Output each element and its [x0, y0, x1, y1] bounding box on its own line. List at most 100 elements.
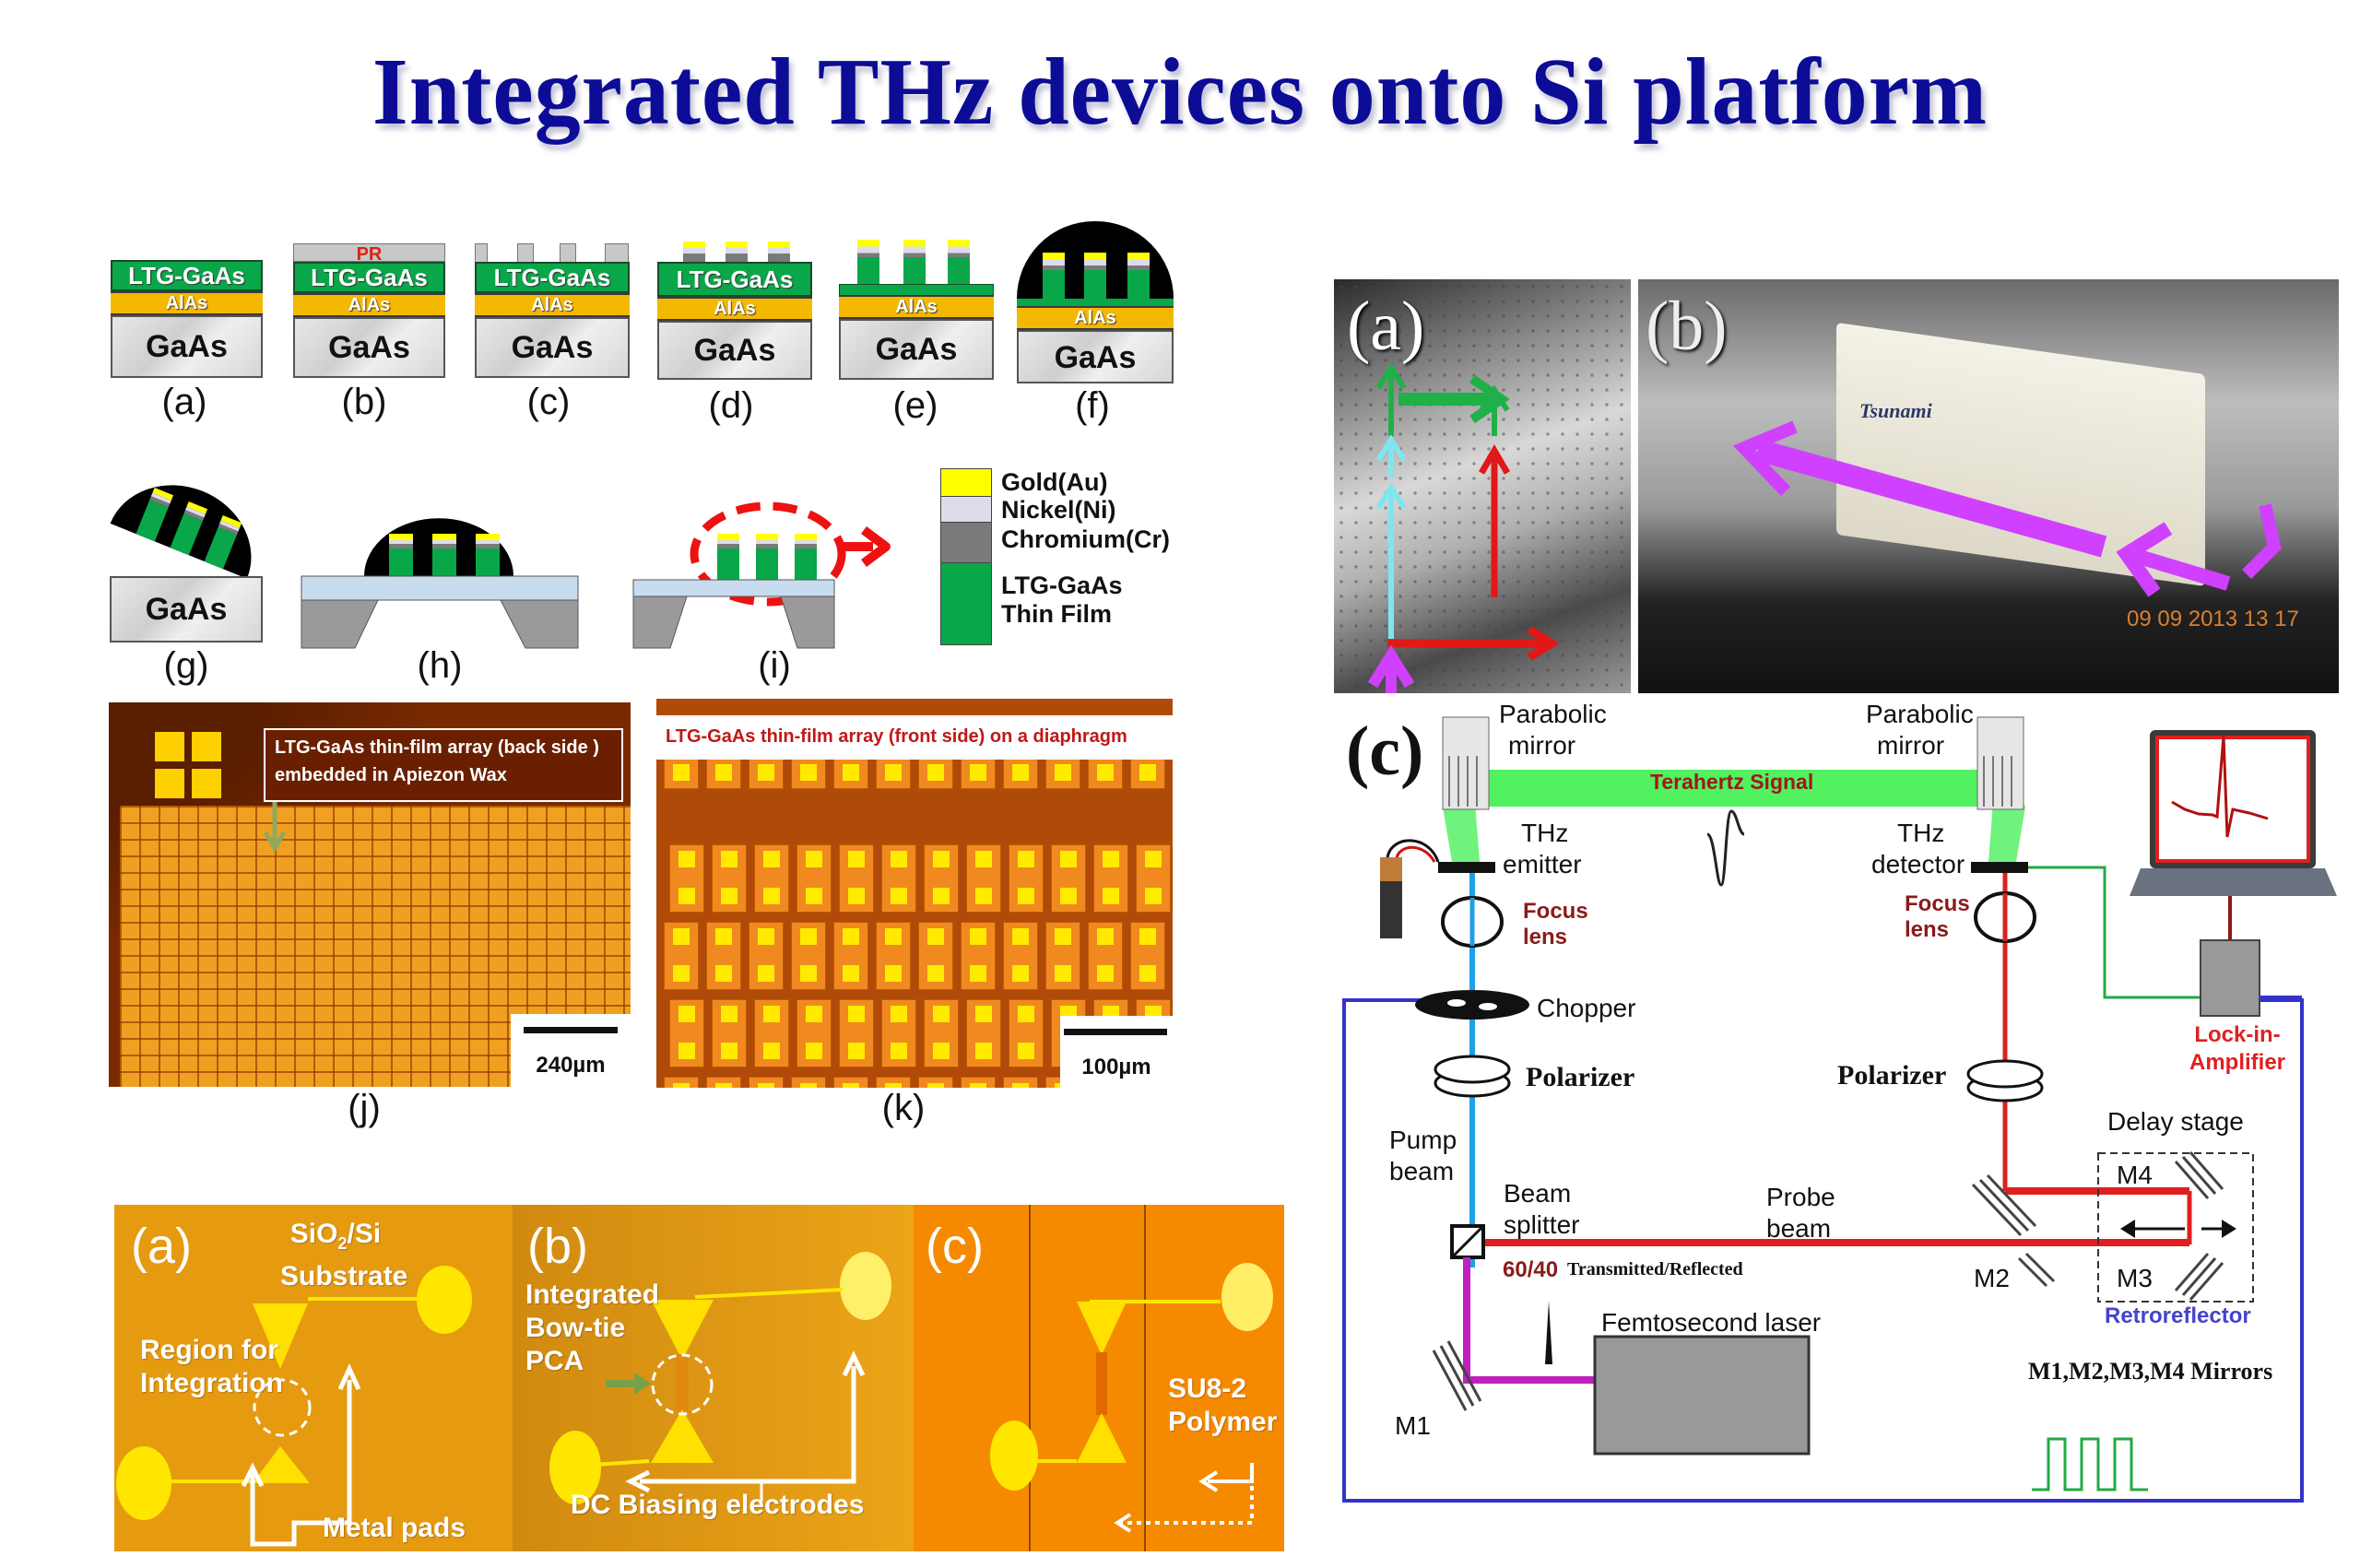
- step-label-f: (f): [1075, 385, 1110, 426]
- thin-film-tile: [791, 922, 826, 990]
- thin-film-tile: [881, 844, 916, 913]
- step-label-g: (g): [163, 645, 209, 686]
- region-text-1: Region for: [140, 1335, 278, 1365]
- thin-film-tile: [881, 999, 916, 1067]
- layer-gaas-label: GaAs: [328, 330, 410, 365]
- text: Lock-in-: [2194, 1022, 2281, 1047]
- text: lens: [1905, 917, 1950, 942]
- legend-chromium: Chromium(Cr): [1001, 525, 1170, 553]
- thin-film-tile: [918, 922, 953, 990]
- micrograph-k: LTG-GaAs thin-film array (front side) on…: [656, 699, 1173, 1088]
- page-title: Integrated THz devices onto Si platform: [372, 39, 1988, 145]
- text: Parabolic: [1499, 700, 1607, 728]
- thin-film-tile: [966, 844, 1001, 913]
- chopper-label: Chopper: [1537, 994, 1636, 1022]
- thin-film-tile: [796, 999, 832, 1067]
- cross-section-b: PR LTG-GaAs AlAs GaAs: [293, 243, 445, 378]
- thin-film-tile: [961, 1077, 996, 1088]
- thin-film-tile: [796, 844, 832, 913]
- lock-in-amplifier-label: Lock-in- Amplifier: [2189, 1021, 2285, 1077]
- thin-film-tile: [706, 1077, 741, 1088]
- layer-gaas-label: GaAs: [146, 329, 228, 364]
- text: Pump: [1389, 1126, 1457, 1154]
- pump-path-arrows: [1732, 420, 2282, 597]
- arrow-icon: [263, 802, 287, 853]
- scale-label-j: 240µm: [536, 1053, 606, 1078]
- text: Beam: [1504, 1179, 1572, 1208]
- text: mirror: [1877, 731, 1945, 760]
- thin-film-tile: [664, 1077, 699, 1088]
- cross-section-d: LTG-GaAs AlAs GaAs: [657, 242, 812, 380]
- cross-section-g: [110, 485, 252, 579]
- step-label-j: (j): [348, 1088, 381, 1128]
- layer-alas-label: AlAs: [531, 295, 573, 315]
- cross-section-i: [632, 501, 891, 649]
- caption-j-line1: LTG-GaAs thin-film array (back side ): [275, 737, 599, 758]
- layer-ltg-label: LTG-GaAs: [311, 264, 428, 291]
- thin-film-tile: [1051, 844, 1086, 913]
- bowtie-drawings: [116, 1252, 1273, 1547]
- cross-section-c: LTG-GaAs AlAs GaAs: [475, 243, 630, 378]
- text: THz: [1897, 819, 1945, 847]
- layer-gaas-label: GaAs: [145, 592, 228, 627]
- thin-film-tile: [1130, 922, 1165, 990]
- layer-alas-label: AlAs: [348, 295, 391, 315]
- delay-stage-label: Delay stage: [2107, 1107, 2244, 1136]
- step-label-k: (k): [881, 1088, 926, 1128]
- legend-ltg: LTG-GaAs: [1001, 572, 1123, 599]
- thin-film-tile: [1003, 1077, 1038, 1088]
- thin-film-tile: [1003, 922, 1038, 990]
- thin-film-tile: [749, 1077, 784, 1088]
- thin-film-tile: [1093, 844, 1128, 913]
- text: lens: [1523, 925, 1568, 949]
- setup-photo-b: Tsunami 09 09 2013 13 17 (b): [1638, 279, 2339, 693]
- schematic-label: (c): [1346, 713, 1424, 790]
- gaas-substrate-g: GaAs: [110, 576, 263, 643]
- photo-label-b: (b): [1646, 288, 1728, 365]
- mirror-m2-label: M2: [1974, 1264, 2010, 1292]
- laser-brand: Tsunami: [1859, 399, 1932, 422]
- beam-path-arrows: [1367, 362, 1560, 693]
- bowtie-label-c: (c): [926, 1219, 984, 1274]
- layer-gaas-label: GaAs: [1054, 340, 1137, 375]
- substrate-text-si: /Si: [347, 1219, 382, 1249]
- layer-alas-label: AlAs: [165, 293, 208, 313]
- thin-film-tile: [833, 922, 868, 990]
- thz-signal-label: Terahertz Signal: [1650, 770, 1814, 794]
- photo-timestamp: 09 09 2013 13 17: [2127, 607, 2299, 631]
- thin-film-tile: [924, 844, 959, 913]
- text: detector: [1871, 850, 1965, 878]
- thin-film-tile: [1045, 922, 1080, 990]
- thin-film-tile: [1009, 999, 1044, 1067]
- thin-film-tile: [924, 999, 959, 1067]
- layer-ltg-label: LTG-GaAs: [493, 264, 611, 291]
- thin-film-tile: [876, 922, 911, 990]
- text: mirror: [1508, 731, 1576, 760]
- dc-electrodes-label: DC Biasing electrodes: [571, 1490, 865, 1520]
- scale-box-k: 100µm: [1060, 1016, 1173, 1088]
- text: beam: [1389, 1157, 1455, 1185]
- substrate-text-sio: SiO: [289, 1219, 338, 1249]
- polarizer-left-label: Polarizer: [1526, 1062, 1635, 1092]
- legend-swatch-gold: [940, 468, 992, 498]
- bowtie-label-b: (b): [527, 1219, 588, 1274]
- pca-text-2: Bow-tie: [525, 1313, 626, 1343]
- layer-alas-label: AlAs: [1074, 308, 1116, 328]
- thin-film-tile: [833, 1077, 868, 1088]
- thin-film-tile: [1009, 844, 1044, 913]
- scale-box-j: 240µm: [511, 1014, 631, 1087]
- caption-k: LTG-GaAs thin-film array (front side) on…: [666, 726, 1127, 747]
- text: Amplifier: [2189, 1050, 2286, 1075]
- mirror-m3-label: M3: [2117, 1264, 2153, 1292]
- thin-film-tile: [706, 922, 741, 990]
- polymer-text-2: Polymer: [1168, 1407, 1278, 1437]
- thin-film-tile: [712, 999, 747, 1067]
- caption-box-k: [656, 715, 1173, 760]
- polymer-label: SU8-2 Polymer: [1168, 1373, 1277, 1439]
- photoresist-layer: PR: [293, 243, 445, 265]
- thin-film-tile: [712, 844, 747, 913]
- scale-label-k: 100µm: [1081, 1055, 1151, 1079]
